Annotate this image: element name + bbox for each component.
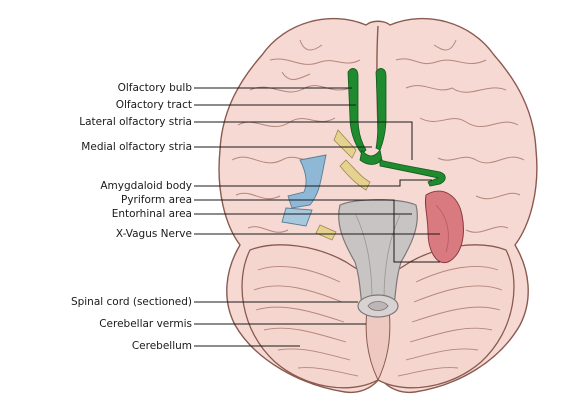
label-cerebellar-vermis: Cerebellar vermis — [99, 318, 192, 330]
label-olfactory-tract: Olfactory tract — [115, 99, 192, 111]
label-olfactory-bulb: Olfactory bulb — [117, 82, 192, 94]
label-spinal-cord: Spinal cord (sectioned) — [70, 296, 192, 308]
label-pyriform-area: Pyriform area — [120, 194, 192, 206]
vagus-nerve-shape — [281, 154, 327, 227]
leader-lines — [194, 87, 440, 347]
brainstem — [338, 199, 418, 318]
label-medial-olfactory-stria: Medial olfactory stria — [81, 141, 192, 153]
optic-tract — [315, 129, 371, 241]
label-cerebellum: Cerebellum — [131, 340, 192, 352]
label-amygdaloid-body: Amygdaloid body — [100, 180, 192, 192]
label-entorhinal-area: Entorhinal area — [111, 208, 192, 220]
temporal-region — [424, 190, 464, 264]
olfactory-system — [347, 68, 446, 187]
label-lateral-olfactory-stria: Lateral olfactory stria — [79, 116, 192, 128]
label-vagus-nerve: X-Vagus Nerve — [115, 228, 192, 240]
